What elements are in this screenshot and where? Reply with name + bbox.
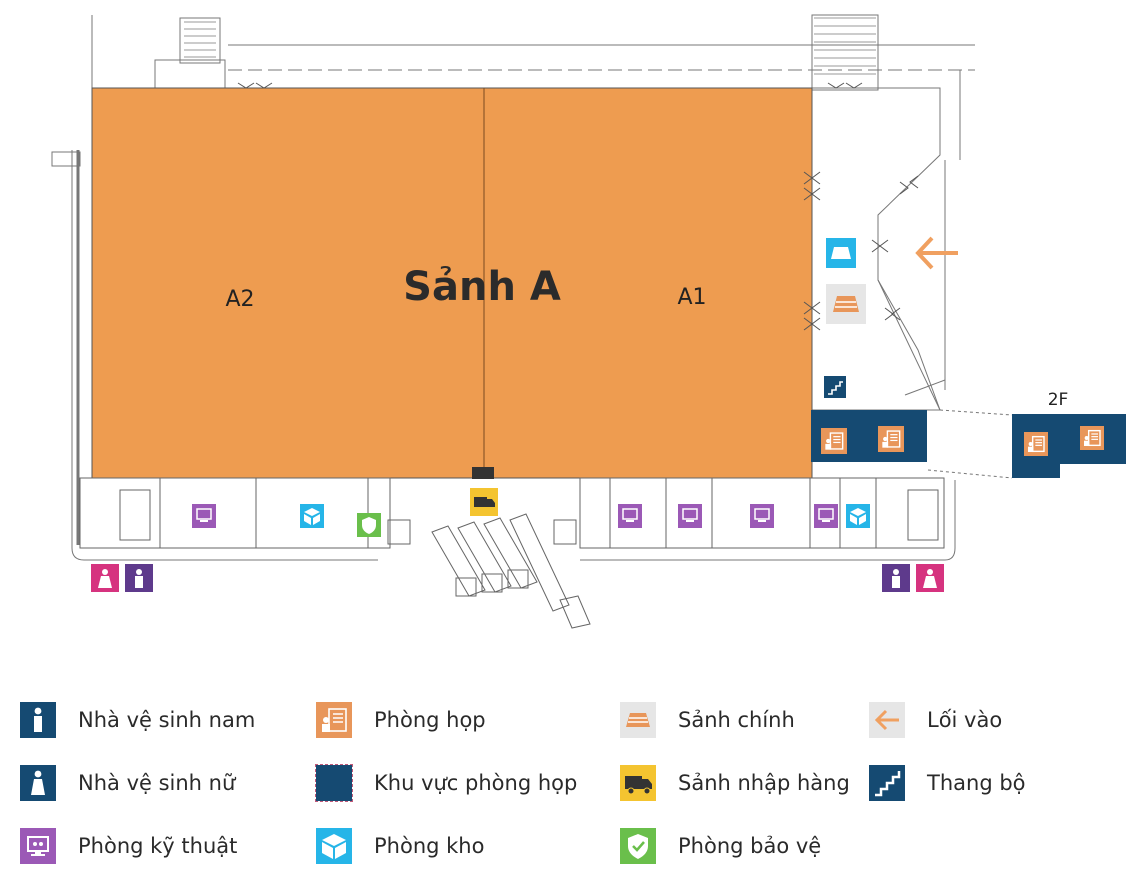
legend-label: Nhà vệ sinh nam bbox=[78, 708, 256, 732]
legend-label: Phòng họp bbox=[374, 708, 486, 732]
entrance-arrow-icon bbox=[915, 236, 958, 270]
storage-room-icon bbox=[316, 828, 352, 864]
storage-room-icon bbox=[300, 504, 324, 528]
legend-item-storage: Phòng kho bbox=[316, 826, 484, 866]
technical-room-icon bbox=[814, 504, 838, 528]
legend-label: Thang bộ bbox=[927, 771, 1026, 795]
floor-plan-map: Sảnh A A2 A1 bbox=[51, 14, 1126, 629]
hall-a-area bbox=[91, 87, 813, 479]
building-outline bbox=[51, 14, 1013, 561]
legend-item-toilet-female: Nhà vệ sinh nữ bbox=[20, 763, 235, 803]
technical-room-icon bbox=[750, 504, 774, 528]
toilet-male-icon bbox=[125, 564, 153, 592]
toilet-male-icon bbox=[20, 702, 56, 738]
legend-item-meeting-room: Phòng họp bbox=[316, 700, 486, 740]
service-rooms bbox=[79, 477, 945, 549]
meeting-room-icon bbox=[316, 702, 352, 738]
main-lobby-icon bbox=[620, 702, 656, 738]
toilet-male-icon bbox=[882, 564, 910, 592]
legend-label: Nhà vệ sinh nữ bbox=[78, 771, 236, 795]
legend-item-entrance: Lối vào bbox=[869, 700, 1002, 740]
legend-item-stairs: Thang bộ bbox=[869, 763, 1026, 803]
meeting-room-icon bbox=[878, 426, 904, 452]
legend: Nhà vệ sinh nam Nhà vệ sinh nữ Phòng kỹ … bbox=[0, 690, 1148, 876]
stairs-icon bbox=[869, 765, 905, 801]
legend-item-main-lobby: Sảnh chính bbox=[620, 700, 795, 740]
meeting-room-icon bbox=[1080, 426, 1104, 450]
storage-room-icon bbox=[846, 504, 870, 528]
meeting-area-icon bbox=[315, 764, 353, 802]
legend-item-meeting-area: Khu vực phòng họp bbox=[315, 763, 578, 803]
main-lobby-icon bbox=[826, 238, 856, 268]
legend-item-loading-dock: Sảnh nhập hàng bbox=[620, 763, 850, 803]
zone-label-a1: A1 bbox=[677, 285, 706, 310]
loading-marker bbox=[472, 467, 494, 479]
loading-ramp bbox=[387, 513, 591, 629]
zone-label-a2: A2 bbox=[225, 287, 254, 312]
legend-label: Phòng bảo vệ bbox=[678, 834, 822, 858]
toilet-female-icon bbox=[916, 564, 944, 592]
legend-item-security: Phòng bảo vệ bbox=[620, 826, 821, 866]
security-room-icon bbox=[620, 828, 656, 864]
legend-item-technical-room: Phòng kỹ thuật bbox=[20, 826, 237, 866]
legend-label: Khu vực phòng họp bbox=[374, 771, 578, 795]
legend-label: Lối vào bbox=[927, 708, 1003, 732]
legend-item-toilet-male: Nhà vệ sinh nam bbox=[20, 700, 255, 740]
stairs-icon bbox=[824, 376, 846, 398]
toilet-female-icon bbox=[91, 564, 119, 592]
toilet-female-icon bbox=[20, 765, 56, 801]
legend-label: Phòng kỹ thuật bbox=[78, 834, 238, 858]
technical-room-icon bbox=[618, 504, 642, 528]
security-room-icon bbox=[357, 513, 381, 537]
meeting-room-icon bbox=[821, 428, 847, 454]
meeting-room-icon bbox=[1024, 432, 1048, 456]
technical-room-icon bbox=[20, 828, 56, 864]
entrance-arrow-icon bbox=[869, 702, 905, 738]
technical-room-icon bbox=[192, 504, 216, 528]
hall-title: Sảnh A bbox=[403, 264, 561, 310]
loading-dock-icon bbox=[470, 488, 498, 516]
legend-label: Sảnh nhập hàng bbox=[678, 771, 850, 795]
technical-room-icon bbox=[678, 504, 702, 528]
legend-label: Sảnh chính bbox=[678, 708, 795, 732]
main-lobby-icon bbox=[826, 284, 866, 324]
hall-doors bbox=[237, 82, 919, 331]
legend-label: Phòng kho bbox=[374, 834, 485, 858]
top-stair-hatch bbox=[184, 17, 876, 75]
loading-dock-icon bbox=[620, 765, 656, 801]
floor-label-2f: 2F bbox=[1048, 390, 1069, 410]
